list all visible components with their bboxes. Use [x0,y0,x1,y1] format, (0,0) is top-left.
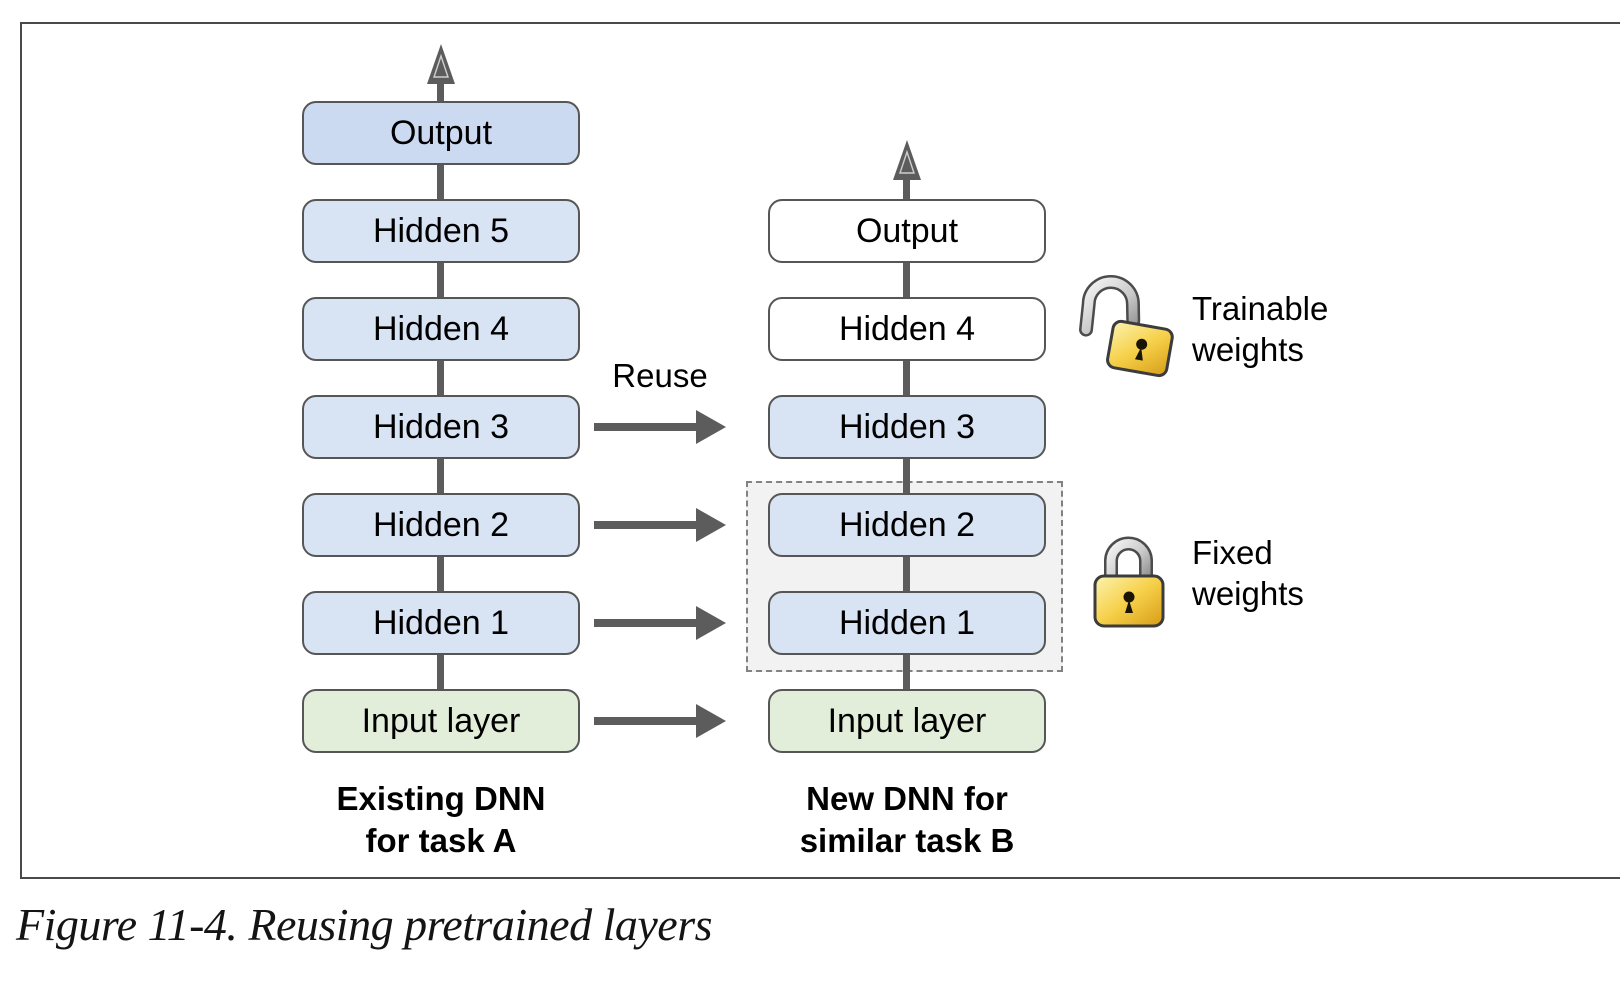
left-layer-hidden-2-label: Hidden 2 [372,505,510,544]
right-network-title-line1: New DNN for [806,780,1008,817]
right-layer-output-label: Output [855,211,959,250]
fixed-weights-line1: Fixed [1192,534,1273,571]
right-network-connector-line [903,178,910,753]
left-layer-hidden-1: Hidden 1 [302,591,580,655]
open-padlock-icon [1079,274,1174,378]
left-layer-hidden-1-label: Hidden 1 [372,603,510,642]
fixed-weights-line2: weights [1192,575,1304,612]
left-network-title-line2: for task A [365,822,517,859]
left-layer-hidden-2: Hidden 2 [302,493,580,557]
figure-caption: Figure 11-4. Reusing pretrained layers [16,899,713,950]
right-layer-hidden-4: Hidden 4 [768,297,1046,361]
reuse-arrow-icon-input [594,704,726,738]
right-layer-hidden-4-label: Hidden 4 [838,309,976,348]
reuse-label: Reuse [612,357,708,394]
right-layer-hidden-1-label: Hidden 1 [838,603,976,642]
closed-padlock-icon [1093,536,1165,628]
right-layer-hidden-2: Hidden 2 [768,493,1046,557]
trainable-weights-line1: Trainable [1192,290,1329,327]
fixed-weights-label: Fixed weights [1192,532,1304,614]
right-network-title: New DNN for similar task B [747,778,1067,862]
left-layer-input-label: Input layer [361,701,521,740]
trainable-weights-line2: weights [1192,331,1304,368]
left-layer-hidden-3: Hidden 3 [302,395,580,459]
right-layer-input: Input layer [768,689,1046,753]
left-network-title-line1: Existing DNN [336,780,546,817]
right-layer-input-label: Input layer [827,701,987,740]
right-layer-hidden-3-label: Hidden 3 [838,407,976,446]
trainable-weights-label: Trainable weights [1192,288,1328,370]
up-arrow-icon-left [427,44,455,84]
left-layer-input: Input layer [302,689,580,753]
reuse-arrow-icon-hidden-1 [594,606,726,640]
right-layer-hidden-1: Hidden 1 [768,591,1046,655]
right-layer-output: Output [768,199,1046,263]
right-layer-hidden-2-label: Hidden 2 [838,505,976,544]
reuse-arrow-icon-hidden-3 [594,410,726,444]
reuse-arrow-icon-hidden-2 [594,508,726,542]
left-layer-hidden-5: Hidden 5 [302,199,580,263]
right-layer-hidden-3: Hidden 3 [768,395,1046,459]
left-layer-hidden-4-label: Hidden 4 [372,309,510,348]
left-network-title: Existing DNN for task A [281,778,601,862]
left-layer-output-label: Output [389,113,493,152]
right-network-title-line2: similar task B [799,822,1015,859]
left-layer-hidden-4: Hidden 4 [302,297,580,361]
left-layer-hidden-5-label: Hidden 5 [372,211,510,250]
left-layer-hidden-3-label: Hidden 3 [372,407,510,446]
left-layer-output: Output [302,101,580,165]
up-arrow-icon-right [893,140,921,180]
